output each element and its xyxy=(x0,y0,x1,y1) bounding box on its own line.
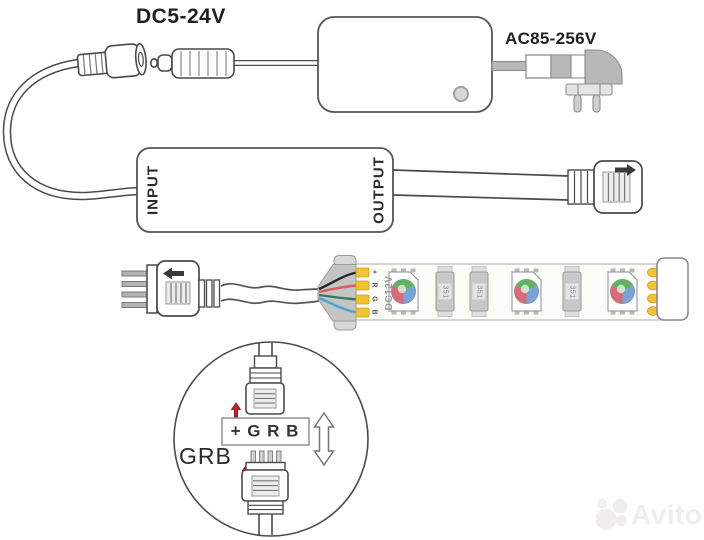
output-label: OUTPUT xyxy=(370,156,388,224)
dc-jack-female xyxy=(76,43,147,79)
ac-plug xyxy=(491,49,623,113)
resistor xyxy=(469,266,489,317)
pad-label-r: R xyxy=(370,282,378,288)
wire-plus xyxy=(318,271,358,291)
wire-red xyxy=(318,284,358,294)
connector-cable xyxy=(220,282,320,305)
resistor-label: 351 xyxy=(568,285,576,299)
clip-adapter xyxy=(317,264,357,322)
arrow-left-icon xyxy=(163,267,184,280)
pad-label-b: B xyxy=(370,309,378,315)
strip-connector-male xyxy=(121,260,221,317)
arrow-right-icon xyxy=(615,164,636,176)
adapter-indicator-led xyxy=(453,86,469,102)
resistor-label: 351 xyxy=(441,285,449,299)
watermark-text: Avito xyxy=(631,499,703,530)
strip-end-pads xyxy=(647,267,659,316)
strip-wires xyxy=(318,271,358,314)
swap-arrow-icon xyxy=(313,411,335,467)
resistor xyxy=(435,266,455,317)
rgb-led xyxy=(388,268,419,315)
strip-voltage-label: DC12V xyxy=(384,275,395,311)
output-cable xyxy=(392,169,569,201)
detail-connector-bottom xyxy=(241,450,289,535)
detail-circle xyxy=(173,341,369,537)
resistor xyxy=(562,266,582,317)
led-strip xyxy=(317,255,689,331)
dc-input-cable xyxy=(2,58,141,201)
detail-connector-top xyxy=(245,343,285,415)
power-adapter xyxy=(317,16,493,113)
pinout-box xyxy=(221,417,310,446)
red-align-arrow-icon xyxy=(230,402,242,418)
wire-blue xyxy=(318,296,358,314)
strip-input-pads xyxy=(355,267,370,318)
ac-pin xyxy=(573,94,582,113)
rgb-led xyxy=(607,268,638,315)
ac-pin xyxy=(592,94,601,113)
ac-voltage-label: AC85-256V xyxy=(505,29,597,48)
resistor-label: 351 xyxy=(475,285,483,299)
output-connector-female xyxy=(567,160,643,214)
controller-box xyxy=(136,147,394,233)
dc-plug-male xyxy=(150,48,318,79)
watermark-logo xyxy=(595,498,628,530)
rgb-led xyxy=(511,268,542,315)
wire-green xyxy=(318,293,358,301)
strip-end-cap xyxy=(656,257,689,321)
input-label: INPUT xyxy=(144,165,162,215)
pad-label-g: G xyxy=(370,296,378,302)
grb-side-label: GRB xyxy=(179,443,232,469)
grb-box-label: + G R B xyxy=(230,421,300,441)
dc-voltage-label: DC5-24V xyxy=(136,5,226,28)
pad-label-plus: + xyxy=(370,269,378,275)
